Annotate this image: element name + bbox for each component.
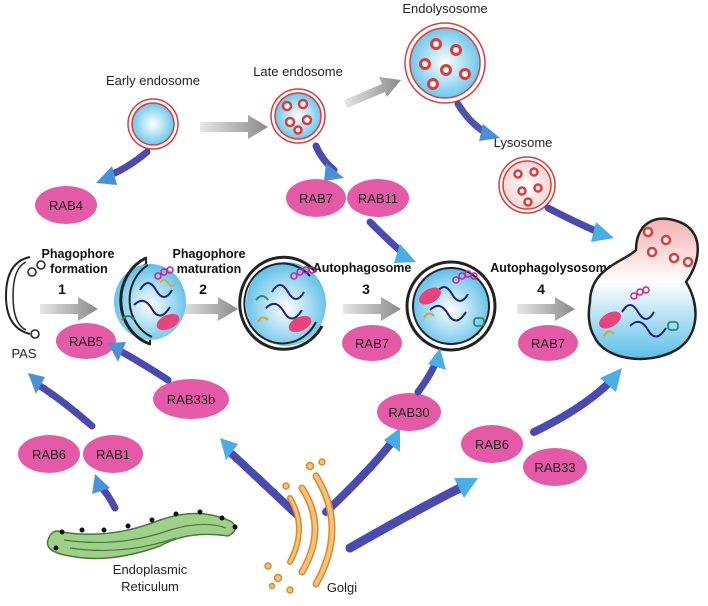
er-label-line1: Endoplasmic — [113, 562, 188, 577]
arrowhead-icon — [454, 478, 478, 498]
rab6-left-label: RAB6 — [32, 447, 66, 462]
rab4-label: RAB4 — [49, 198, 83, 213]
phagophore-maturation-cell — [238, 255, 326, 351]
arrow-golgi-to-rab33b — [228, 450, 300, 518]
step2-number: 2 — [199, 281, 207, 297]
step2-arrow — [180, 297, 238, 321]
step4-title: Autophagolysosome — [490, 261, 614, 275]
rab30-badge: RAB30 — [377, 393, 441, 431]
step4-arrow — [517, 297, 575, 321]
step1-arrow — [40, 297, 98, 321]
rab30-label: RAB30 — [388, 405, 429, 420]
rab33b-label: RAB33b — [167, 392, 215, 407]
arrow-lysosome-to-autophagolysosome — [544, 204, 602, 236]
step1-number: 1 — [58, 281, 66, 297]
arrowhead-icon — [384, 428, 400, 452]
arrowhead-icon — [394, 244, 416, 263]
endolysosome-label: Endolysosome — [402, 1, 487, 16]
arrowhead-icon — [479, 124, 500, 141]
rab11-label: RAB11 — [358, 191, 398, 206]
arrowhead-icon — [28, 373, 45, 394]
arrow-golgi-to-rab30 — [322, 438, 396, 516]
arrow-rab6-to-autophagolysosome — [530, 380, 612, 436]
early-endosome — [127, 98, 179, 150]
step3-number: 3 — [362, 281, 370, 297]
rab7-step4-badge: RAB7 — [518, 325, 578, 361]
rab5-label: RAB5 — [69, 334, 103, 349]
lysosome — [498, 156, 556, 214]
pas-structure — [4, 256, 46, 339]
arrowhead-icon — [600, 368, 622, 392]
rab7-step4-label: RAB7 — [531, 336, 565, 351]
golgi-apparatus — [264, 458, 336, 594]
arrowhead-icon — [591, 222, 614, 242]
early-endosome-label: Early endosome — [106, 73, 200, 88]
rab6-right-label: RAB6 — [475, 437, 509, 452]
arrowhead-icon — [108, 342, 126, 362]
pas-label: PAS — [11, 346, 36, 361]
rab33-badge: RAB33 — [523, 448, 587, 486]
step1-title-line2: formation — [50, 262, 108, 276]
phagophore-formation-cell — [114, 256, 186, 346]
arrow-late-to-endolysosome — [344, 77, 401, 108]
rab1-badge: RAB1 — [83, 435, 143, 473]
rab33-label: RAB33 — [534, 460, 575, 475]
autophagolysosome-cell — [587, 217, 699, 361]
endoplasmic-reticulum — [46, 509, 238, 560]
arrowhead-icon — [324, 163, 344, 181]
arrow-rab6-to-pas — [36, 382, 96, 430]
arrow-rab30-to-autophagosome — [414, 358, 440, 396]
step2-title-line1: Phagophore — [173, 247, 246, 261]
step1-title-line1: Phagophore — [42, 247, 115, 261]
rab7-step3-badge: RAB7 — [342, 325, 402, 361]
arrowhead-icon — [96, 166, 117, 185]
endolysosome — [404, 22, 486, 104]
lysosome-label: Lysosome — [494, 135, 553, 150]
step3-arrow — [343, 297, 401, 321]
late-endosome-label: Late endosome — [253, 64, 343, 79]
rab11-badge: RAB11 — [347, 179, 409, 217]
step3-title: Autophagosome — [313, 261, 412, 275]
step2-title-line2: maturation — [177, 262, 242, 276]
rab5-badge: RAB5 — [56, 323, 116, 359]
rab6-left-badge: RAB6 — [18, 435, 80, 473]
autophagosome-cell — [405, 260, 497, 352]
golgi-label: Golgi — [327, 580, 357, 595]
late-endosome — [270, 88, 326, 144]
arrow-rab33b-to-rab5 — [118, 348, 172, 384]
rab1-label: RAB1 — [96, 447, 130, 462]
rab33b-badge: RAB33b — [153, 379, 229, 419]
rab4-badge: RAB4 — [35, 186, 97, 224]
rab7-top-label: RAB7 — [299, 191, 333, 206]
arrow-early-to-late — [200, 115, 268, 139]
rab7-top-badge: RAB7 — [286, 179, 346, 217]
rab6-right-badge: RAB6 — [461, 425, 523, 463]
rab7-step3-label: RAB7 — [355, 336, 389, 351]
arrowhead-icon — [220, 438, 238, 460]
arrow-golgi-to-rab6 — [345, 483, 465, 553]
er-label-line2: Reticulum — [121, 579, 179, 594]
arrow-early-to-rab4 — [104, 148, 151, 180]
step4-number: 4 — [537, 281, 545, 297]
arrow-late-to-rab7 — [312, 142, 338, 174]
arrowhead-icon — [428, 348, 446, 370]
arrowhead-icon — [92, 474, 110, 494]
